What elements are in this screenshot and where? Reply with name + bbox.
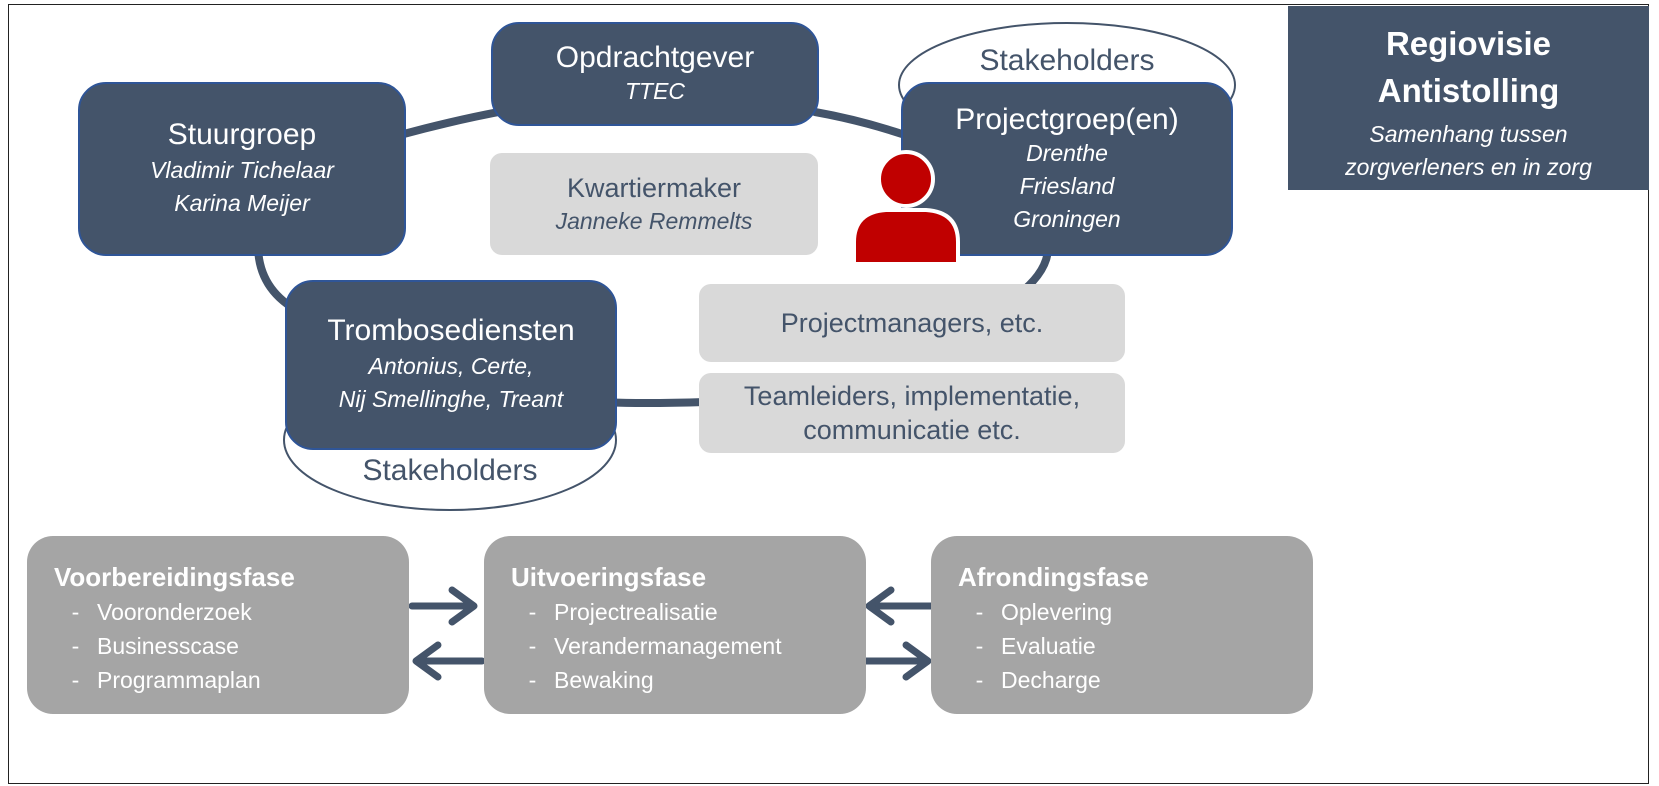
- stakeholders-label-bottom: Stakeholders: [362, 454, 538, 487]
- opdrachtgever-title: Opdrachtgever: [555, 40, 755, 74]
- phase-title: Voorbereidingsfase: [54, 562, 295, 592]
- phase-item: -Evaluatie: [958, 629, 1096, 663]
- phase-item: -Oplevering: [958, 595, 1113, 629]
- phase-card: Voorbereidingsfase -Vooronderzoek -Busin…: [27, 536, 409, 714]
- phase-item: -Bewaking: [511, 663, 654, 697]
- trombosediensten-title: Trombosediensten: [327, 314, 575, 347]
- phase-item: -Businesscase: [54, 629, 239, 663]
- bullet: -: [71, 633, 80, 659]
- kwartiermaker-node: Kwartiermaker Janneke Remmelts: [490, 153, 818, 255]
- phase-item-label: Programmaplan: [97, 667, 261, 693]
- regiovisie-subtitle: Samenhang tussen: [1369, 121, 1568, 147]
- bullet: -: [71, 667, 80, 693]
- phase-item: -Projectrealisatie: [511, 595, 718, 629]
- projectgroep-member: Groningen: [1013, 205, 1121, 232]
- bullet: -: [975, 633, 984, 659]
- teamleiders-line: communicatie etc.: [803, 415, 1021, 445]
- phase-card: Afrondingsfase -Oplevering -Evaluatie -D…: [931, 536, 1313, 714]
- bullet: -: [71, 599, 80, 625]
- stuurgroep-member: Vladimir Tichelaar: [150, 157, 334, 183]
- teamleiders-node: Teamleiders, implementatie, communicatie…: [699, 373, 1125, 453]
- arrow-icon: [412, 641, 486, 681]
- phase-item: -Decharge: [958, 663, 1101, 697]
- bullet: -: [528, 599, 537, 625]
- phase-item: -Programmaplan: [54, 663, 261, 697]
- stuurgroep-title: Stuurgroep: [167, 118, 317, 151]
- stuurgroep-node: Stuurgroep Vladimir Tichelaar Karina Mei…: [78, 82, 406, 256]
- slide-frame: [8, 4, 1649, 784]
- regiovisie-title: Regiovisie: [1385, 25, 1552, 62]
- arrow-icon: [408, 586, 478, 626]
- regiovisie-subtitle: zorgverleners en in zorg: [1345, 154, 1592, 180]
- opdrachtgever-node: Opdrachtgever TTEC: [491, 22, 819, 126]
- phase-item-label: Oplevering: [1001, 599, 1113, 625]
- phase-item-label: Verandermanagement: [554, 633, 782, 659]
- projectgroep-member: Friesland: [1019, 172, 1115, 199]
- phase-item-label: Evaluatie: [1001, 633, 1096, 659]
- regiovisie-box: Regiovisie Antistolling Samenhang tussen…: [1288, 6, 1649, 190]
- trombosediensten-node: Trombosediensten Antonius, Certe, Nij Sm…: [285, 280, 617, 450]
- phase-item-label: Businesscase: [97, 633, 239, 659]
- phase-title: Afrondingsfase: [958, 562, 1149, 592]
- projectmanagers-title: Projectmanagers, etc.: [780, 308, 1044, 338]
- phase-item: -Vooronderzoek: [54, 595, 252, 629]
- bullet: -: [528, 667, 537, 693]
- arrow-icon: [862, 641, 932, 681]
- stuurgroep-member: Karina Meijer: [174, 190, 310, 216]
- trombosediensten-member: Antonius, Certe,: [368, 353, 534, 379]
- phase-item-label: Vooronderzoek: [97, 599, 252, 625]
- trombosediensten-member: Nij Smellinghe, Treant: [338, 386, 564, 412]
- bullet: -: [975, 667, 984, 693]
- phase-title: Uitvoeringsfase: [511, 562, 707, 592]
- phase-item-label: Decharge: [1001, 667, 1101, 693]
- stakeholders-label-top: Stakeholders: [979, 44, 1155, 77]
- phase-item-label: Bewaking: [554, 667, 654, 693]
- phase-item: -Verandermanagement: [511, 629, 782, 663]
- phase-card: Uitvoeringsfase -Projectrealisatie -Vera…: [484, 536, 866, 714]
- kwartiermaker-member: Janneke Remmelts: [555, 207, 753, 234]
- opdrachtgever-member: TTEC: [624, 77, 686, 104]
- projectgroep-title: Projectgroep(en): [955, 102, 1179, 136]
- projectgroep-member: Drenthe: [1026, 139, 1108, 166]
- person-icon: [852, 150, 960, 264]
- arrow-icon: [865, 586, 936, 626]
- phase-item-label: Projectrealisatie: [554, 599, 718, 625]
- bullet: -: [975, 599, 984, 625]
- regiovisie-title: Antistolling: [1377, 72, 1560, 109]
- projectmanagers-node: Projectmanagers, etc.: [699, 284, 1125, 362]
- bullet: -: [528, 633, 537, 659]
- teamleiders-line: Teamleiders, implementatie,: [743, 381, 1081, 411]
- kwartiermaker-title: Kwartiermaker: [566, 172, 742, 203]
